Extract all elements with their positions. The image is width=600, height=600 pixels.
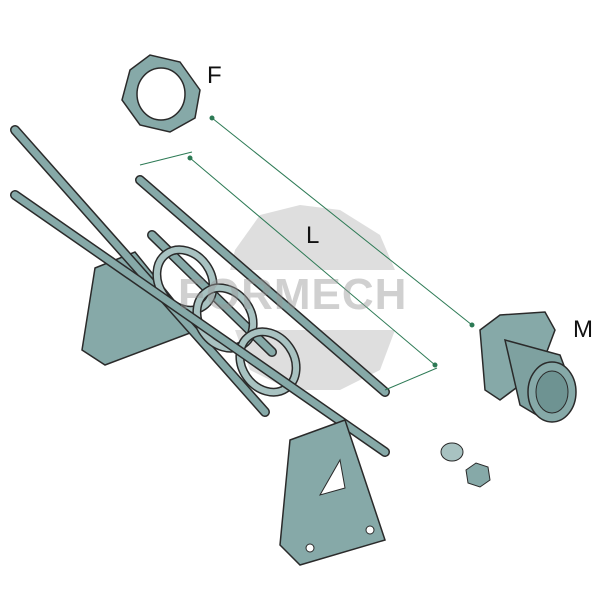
- threaded-rods-front: [10, 190, 390, 457]
- washer: [440, 442, 464, 462]
- watermark: FORMECH: [178, 270, 408, 319]
- watermark-gear-icon: [230, 205, 395, 390]
- hub-part: [479, 311, 577, 423]
- dimension-lines: [139, 115, 475, 391]
- flange-part: [121, 54, 201, 133]
- nut: [465, 462, 491, 488]
- bottom-bracket: [279, 419, 386, 566]
- label-hub: M: [573, 316, 593, 343]
- label-flange: F: [207, 62, 222, 89]
- label-length: L: [306, 222, 320, 249]
